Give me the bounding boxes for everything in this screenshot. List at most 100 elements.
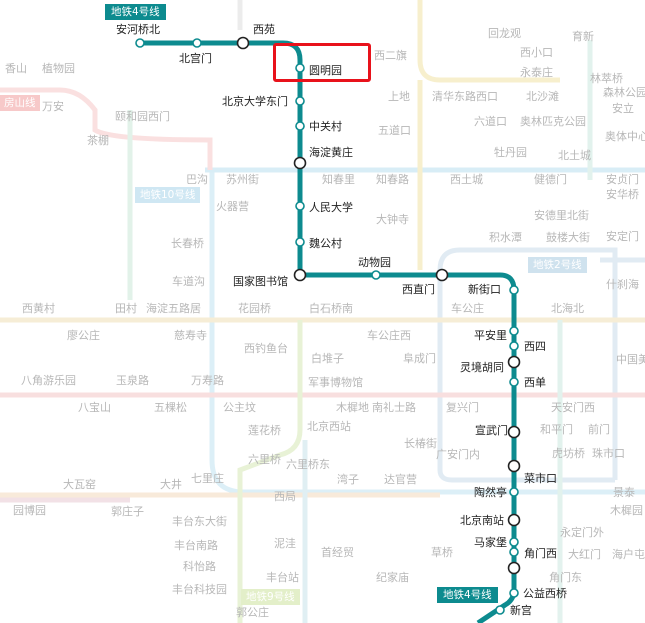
station-dot[interactable] [295,96,305,106]
station-beijingnanzhan[interactable]: 北京南站 [460,514,504,527]
station-label-faded[interactable]: 知春里 [322,173,355,186]
station-label-faded[interactable]: 珠市口 [592,447,625,460]
station-label-faded[interactable]: 鼓楼大街 [546,231,590,244]
station-caishikou[interactable]: 菜市口 [524,472,557,485]
station-xuanwumen[interactable]: 宣武门 [475,424,508,437]
station-label-faded[interactable]: 草桥 [431,546,453,559]
station-label-faded[interactable]: 景泰 [613,486,635,499]
station-label-faded[interactable]: 大瓦窑 [63,478,96,491]
station-label-faded[interactable]: 虎坊桥 [552,447,585,460]
station-beigongmen[interactable]: 北宫门 [179,52,212,65]
station-dot[interactable] [509,326,519,336]
station-label-faded[interactable]: 六道口 [474,115,507,128]
station-dot[interactable] [135,38,145,48]
station-label-faded[interactable]: 安华桥 [606,188,639,201]
station-label-faded[interactable]: 中国美术馆 [616,353,645,366]
station-xidan[interactable]: 西单 [524,376,546,389]
station-label-faded[interactable]: 上地 [388,90,410,103]
station-label-faded[interactable]: 六里桥东 [286,458,330,471]
station-label-faded[interactable]: 回龙观 [488,27,521,40]
station-label-faded[interactable]: 郭公庄 [236,606,269,619]
station-label-faded[interactable]: 育新 [572,30,594,43]
station-label-faded[interactable]: 车公庄西 [367,329,411,342]
station-label-faded[interactable]: 万寿路 [191,374,224,387]
station-label-faded[interactable]: 车道沟 [172,275,205,288]
station-label-faded[interactable]: 积水潭 [489,231,522,244]
station-dot[interactable] [293,268,307,282]
station-dot[interactable] [507,355,521,369]
station-dot[interactable] [295,201,305,211]
station-taoranting[interactable]: 陶然亭 [474,486,507,499]
station-label-faded[interactable]: 公主坟 [223,401,256,414]
station-dot[interactable] [192,38,202,48]
station-label-faded[interactable]: 植物园 [42,62,75,75]
station-gongyixiqiao[interactable]: 公益西桥 [523,587,567,600]
station-xisi[interactable]: 西四 [524,340,546,353]
station-label-faded[interactable]: 七里庄 [191,472,224,485]
station-renmindaxue[interactable]: 人民大学 [309,201,353,214]
station-label-faded[interactable]: 白石桥南 [309,302,353,315]
station-label-faded[interactable]: 天安门西 [551,401,595,414]
station-label-faded[interactable]: 奥林匹克公园 [520,115,586,128]
station-label-faded[interactable]: 北京西站 [307,420,351,433]
station-dot[interactable] [435,268,449,282]
station-label-faded[interactable]: 广安门内 [436,448,480,461]
station-label-faded[interactable]: 八角游乐园 [21,374,76,387]
station-dot[interactable] [295,237,305,247]
station-label-faded[interactable]: 西局 [274,490,296,503]
station-dot[interactable] [509,537,519,547]
station-label-faded[interactable]: 西二旗 [374,49,407,62]
station-dongwuyuan[interactable]: 动物园 [358,256,391,269]
station-label-faded[interactable]: 科怡路 [183,560,216,573]
station-label-faded[interactable]: 长椿街 [404,437,437,450]
station-xingong[interactable]: 新宫 [510,604,532,617]
station-label-faded[interactable]: 香山 [5,62,27,75]
station-label-faded[interactable]: 木樨地 [336,401,369,414]
station-dot[interactable] [293,156,307,170]
station-label-faded[interactable]: 巴沟 [186,173,208,186]
station-label-faded[interactable]: 复兴门 [446,401,479,414]
station-label-faded[interactable]: 丰台站 [266,571,299,584]
station-label-faded[interactable]: 田村 [115,302,137,315]
station-label-faded[interactable]: 长春桥 [171,237,204,250]
station-label-faded[interactable]: 南礼士路 [372,401,416,414]
station-label-faded[interactable]: 莲花桥 [248,424,281,437]
station-label-faded[interactable]: 森林公园 [603,86,645,99]
station-anheqiaobei[interactable]: 安河桥北 [116,23,160,36]
station-label-faded[interactable]: 西钓鱼台 [244,342,288,355]
station-label-faded[interactable]: 茶棚 [87,134,109,147]
station-label-faded[interactable]: 海淀五路居 [146,302,201,315]
station-label-faded[interactable]: 玉泉路 [116,374,149,387]
station-label-faded[interactable]: 前门 [588,423,610,436]
station-label-faded[interactable]: 牡丹园 [494,146,527,159]
station-label-faded[interactable]: 颐和园西门 [115,110,170,123]
station-yuanmingyuan[interactable]: 圆明园 [309,64,342,77]
station-weigongcun[interactable]: 魏公村 [309,237,342,250]
station-label-faded[interactable]: 火器营 [216,200,249,213]
station-zhongguancun[interactable]: 中关村 [309,120,342,133]
station-dot[interactable] [509,588,519,598]
station-label-faded[interactable]: 六里桥 [248,453,281,466]
station-label-faded[interactable]: 和平门 [540,423,573,436]
station-label-faded[interactable]: 园博园 [13,504,46,517]
station-label-faded[interactable]: 大红门 [568,548,601,561]
station-label-faded[interactable]: 海户屯 [612,548,645,561]
station-dot[interactable] [507,513,521,527]
station-label-faded[interactable]: 西小口 [520,46,553,59]
station-label-faded[interactable]: 安立 [612,102,634,115]
station-lingjinghutong[interactable]: 灵境胡同 [460,361,504,374]
station-label-faded[interactable]: 白堆子 [311,352,344,365]
station-dot[interactable] [509,285,519,295]
station-label-faded[interactable]: 知春路 [376,173,409,186]
station-dot[interactable] [507,561,521,575]
station-xizhimen[interactable]: 西直门 [402,283,435,296]
station-label-faded[interactable]: 丰台科技园 [172,583,227,596]
station-label-faded[interactable]: 健德门 [534,173,567,186]
station-label-faded[interactable]: 奥体中心 [605,130,645,143]
station-label-faded[interactable]: 车公庄 [451,302,484,315]
station-label-faded[interactable]: 大井 [160,478,182,491]
station-label-faded[interactable]: 郭庄子 [111,505,144,518]
station-dot[interactable] [507,459,521,473]
station-label-faded[interactable]: 花园桥 [238,302,271,315]
station-jiaomenxi[interactable]: 角门西 [524,547,557,560]
